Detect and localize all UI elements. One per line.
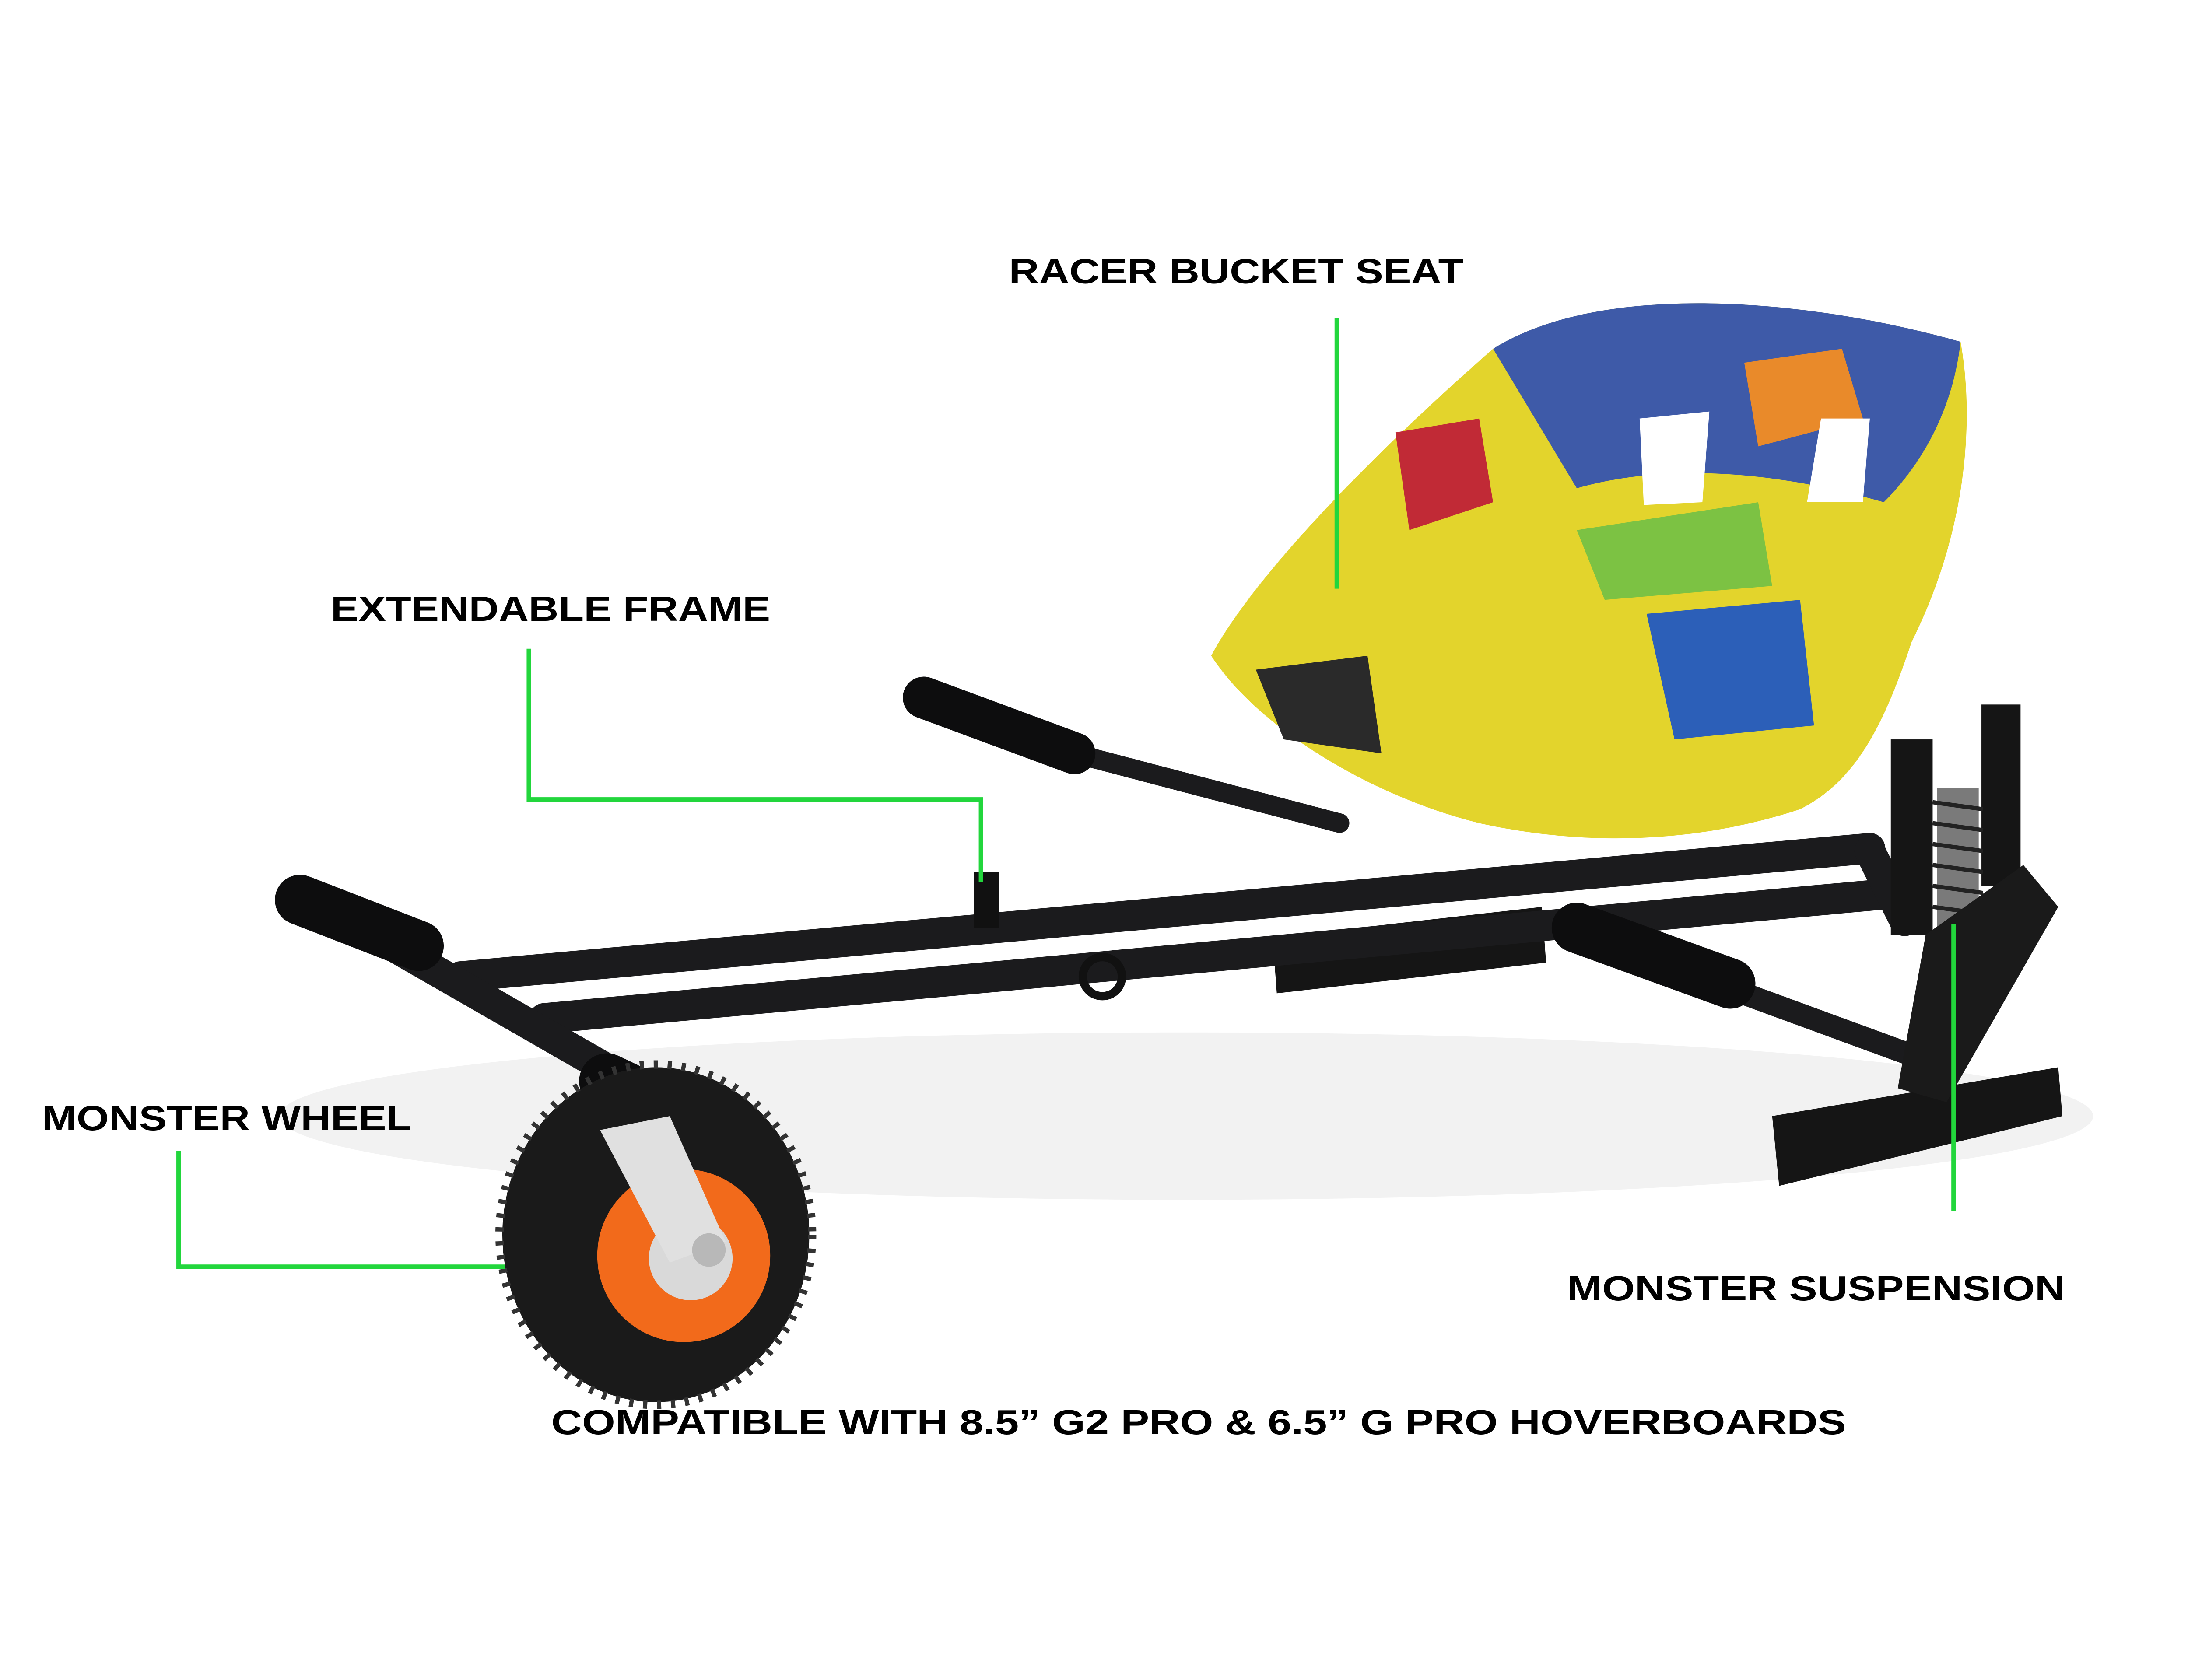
frame-label: EXTENDABLE FRAME [331,589,770,628]
front-left-grip [275,875,444,971]
frame-callout-line [526,648,983,882]
rear-right-grip [1551,903,1756,1009]
hoverkart-product [275,303,2093,1409]
frame-tube-upper [445,833,1886,992]
monster-wheel [495,1060,817,1409]
suspension-assembly [1890,704,2058,1102]
wheel-label: MONSTER WHEEL [42,1099,412,1138]
racer-bucket-seat [1211,303,1967,839]
rear-bracket-right [1772,1067,2063,1186]
frame-clamp-ring [1078,952,1126,1001]
frame-clamp [974,872,999,928]
product-diagram: RACER BUCKET SEAT EXTENDABLE FRAME MONST… [42,252,2093,1442]
rear-bar-left [1065,743,1350,833]
seat-label: RACER BUCKET SEAT [1009,252,1464,290]
suspension-label: MONSTER SUSPENSION [1567,1269,2065,1308]
wheel-callout-line [176,1151,505,1269]
rear-left-grip [903,676,1096,774]
compatibility-caption: COMPATIBLE WITH 8.5” G2 PRO & 6.5” G PRO… [551,1403,1846,1442]
frame-tube-lower [529,877,1913,1034]
